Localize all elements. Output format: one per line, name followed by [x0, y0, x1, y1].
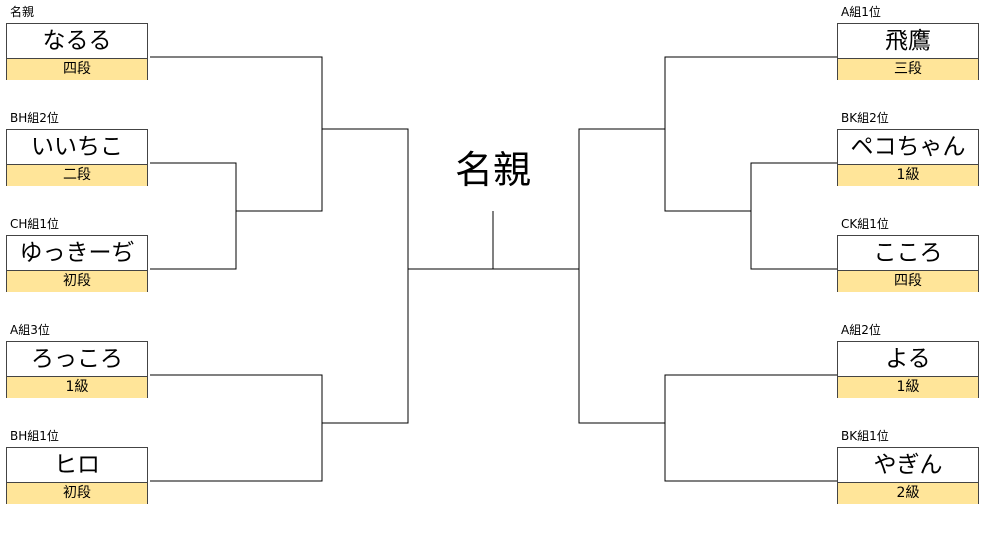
right-player-card-1[interactable]: 飛鷹 三段: [837, 23, 979, 80]
right-player-card-3[interactable]: こころ 四段: [837, 235, 979, 292]
left-match-2-3: [150, 162, 237, 270]
left-seed-2: BH組2位: [10, 111, 59, 125]
player-rank: 三段: [838, 59, 978, 80]
left-semifinal: [322, 128, 409, 424]
left-match-4-5: [150, 374, 323, 482]
left-seed-1: 名親: [10, 5, 35, 19]
left-player-card-5[interactable]: ヒロ 初段: [6, 447, 148, 504]
left-match-1-winner23: [150, 56, 323, 212]
player-name: ヒロ: [7, 448, 147, 483]
player-rank: 四段: [838, 271, 978, 292]
player-rank: 初段: [7, 271, 147, 292]
right-player-card-5[interactable]: やぎん 2級: [837, 447, 979, 504]
champion-title: 名親: [454, 148, 531, 192]
right-match-4-5: [664, 374, 837, 482]
left-seed-5: BH組1位: [10, 429, 59, 443]
player-rank: 1級: [838, 165, 978, 186]
right-match-1-winner23: [664, 56, 837, 212]
left-player-card-4[interactable]: ろっころ 1級: [6, 341, 148, 398]
right-seed-5: BK組1位: [841, 429, 889, 443]
player-name: よる: [838, 342, 978, 377]
left-seed-4: A組3位: [10, 323, 50, 337]
right-seed-1: A組1位: [841, 5, 881, 19]
player-name: いいちこ: [7, 130, 147, 165]
left-player-card-3[interactable]: ゆっきーぢ 初段: [6, 235, 148, 292]
right-player-card-2[interactable]: ペコちゃん 1級: [837, 129, 979, 186]
player-name: ペコちゃん: [838, 130, 978, 165]
player-name: なるる: [7, 24, 147, 59]
player-name: ゆっきーぢ: [7, 236, 147, 271]
right-seed-2: BK組2位: [841, 111, 889, 125]
right-seed-4: A組2位: [841, 323, 881, 337]
right-match-2-3: [750, 162, 837, 270]
player-rank: 1級: [838, 377, 978, 398]
player-name: 飛鷹: [838, 24, 978, 59]
left-seed-3: CH組1位: [10, 217, 60, 231]
player-name: ろっころ: [7, 342, 147, 377]
player-rank: 四段: [7, 59, 147, 80]
right-semifinal: [578, 128, 665, 424]
player-rank: 1級: [7, 377, 147, 398]
player-rank: 2級: [838, 483, 978, 504]
player-name: やぎん: [838, 448, 978, 483]
player-name: こころ: [838, 236, 978, 271]
right-player-card-4[interactable]: よる 1級: [837, 341, 979, 398]
player-rank: 初段: [7, 483, 147, 504]
player-rank: 二段: [7, 165, 147, 186]
left-player-card-1[interactable]: なるる 四段: [6, 23, 148, 80]
right-seed-3: CK組1位: [841, 217, 889, 231]
left-player-card-2[interactable]: いいちこ 二段: [6, 129, 148, 186]
